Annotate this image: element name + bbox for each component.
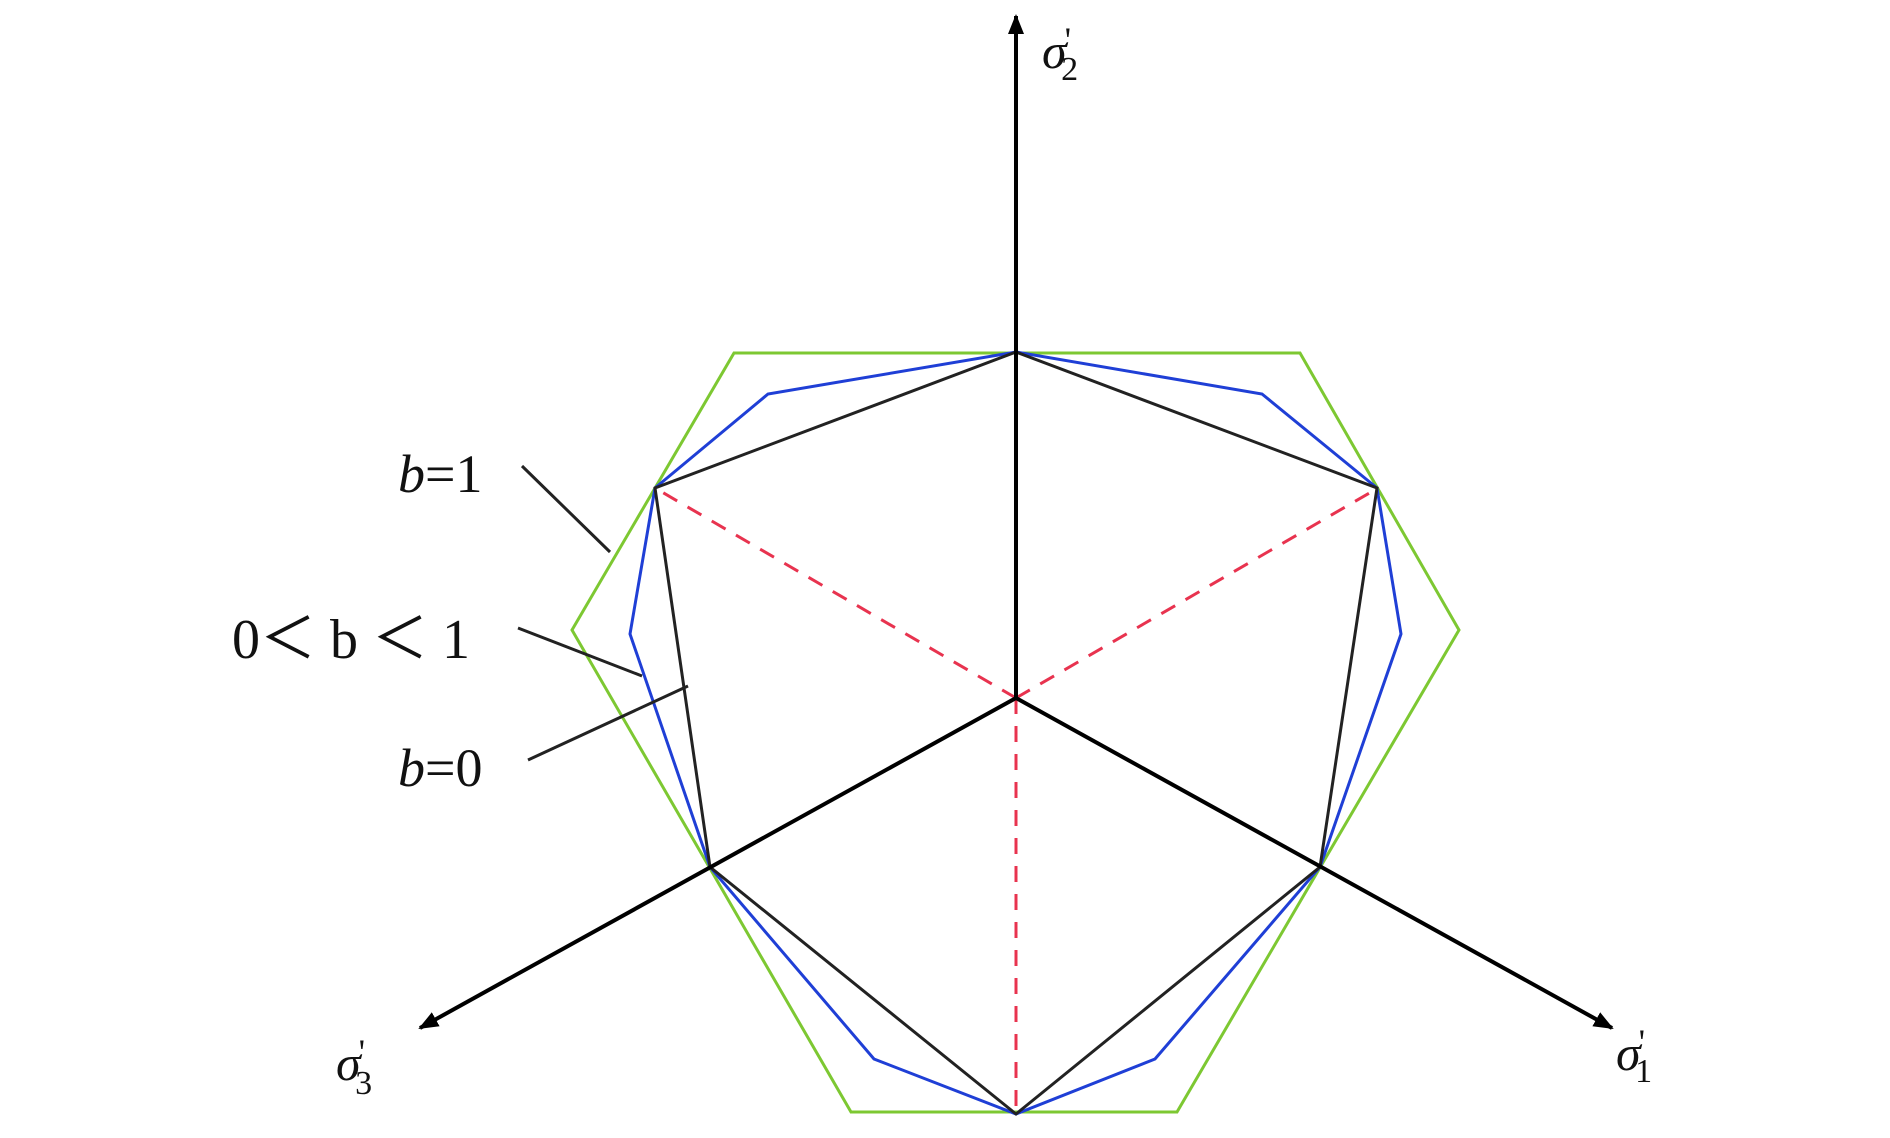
red-dashed-guides — [654, 486, 1379, 1114]
black-curve — [653, 350, 1379, 1116]
sigma1-axis — [1015, 696, 1614, 1030]
leader-b1 — [520, 464, 612, 554]
leader-b0 — [527, 684, 689, 762]
label-0-b-1: 0＜ b ＜ 1 — [232, 609, 470, 671]
red-dashed-line-left — [654, 486, 1017, 700]
label-b1: b=1 — [398, 444, 482, 504]
sigma2-label: σ'2 — [1042, 20, 1078, 88]
green-hexagon-curve — [570, 351, 1461, 1114]
label-b0: b=0 — [398, 738, 482, 798]
red-dashed-line-right — [1015, 486, 1379, 700]
leader-bmid — [517, 626, 643, 678]
leader-lines — [517, 464, 689, 762]
sigma3-axis — [418, 696, 1017, 1030]
sigma3-label: σ'3 — [336, 1032, 372, 1102]
axes — [418, 14, 1614, 1030]
sigma1-label: σ'1 — [1616, 1022, 1652, 1090]
